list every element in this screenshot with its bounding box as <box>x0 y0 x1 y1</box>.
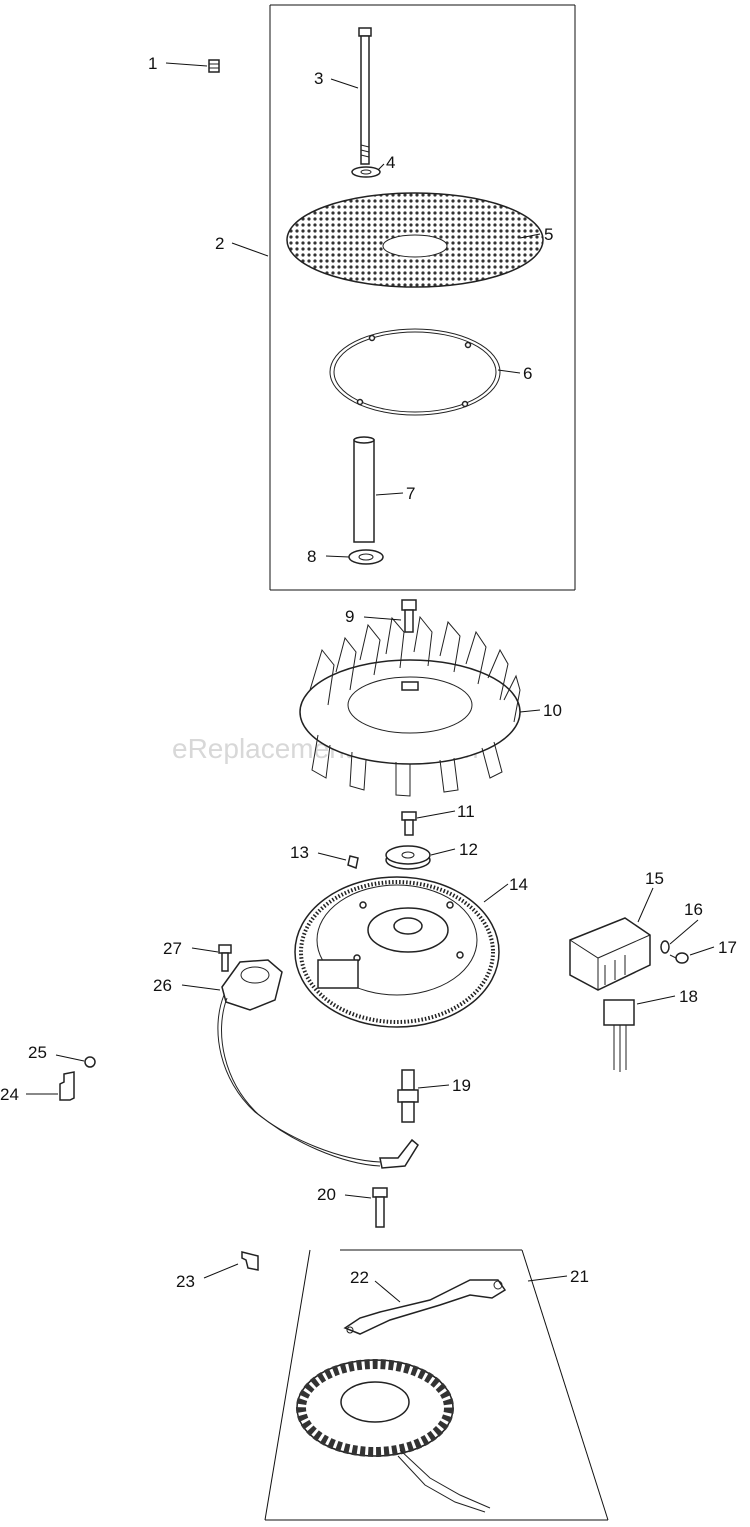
bolt-icon <box>401 811 417 836</box>
callout-25: 25 <box>28 1043 47 1062</box>
callout-9: 9 <box>345 607 354 626</box>
callout-18: 18 <box>679 987 698 1006</box>
callout-12: 12 <box>459 840 478 859</box>
callout-1: 1 <box>148 54 157 73</box>
screw-icon <box>218 944 232 972</box>
callout-21: 21 <box>570 1267 589 1286</box>
nut-icon <box>208 59 220 73</box>
callout-16: 16 <box>684 900 703 919</box>
callout-5: 5 <box>544 225 553 244</box>
flywheel-icon <box>294 876 500 1028</box>
callout-27: 27 <box>163 939 182 958</box>
callout-7: 7 <box>406 484 415 503</box>
fan-icon <box>299 615 521 797</box>
washer-icon <box>348 549 384 565</box>
stator-icon <box>296 1359 491 1513</box>
spacer-tube-icon <box>353 436 375 543</box>
washer-icon <box>385 845 431 870</box>
nut-icon <box>84 1056 96 1068</box>
callout-labels: 1 2 3 4 5 6 7 8 9 10 11 12 13 14 15 16 1… <box>0 54 737 1291</box>
ignition-module-icon <box>217 959 419 1169</box>
callout-11: 11 <box>457 802 475 821</box>
callout-10: 10 <box>543 701 562 720</box>
debris-screen-icon <box>286 192 544 288</box>
callout-14: 14 <box>509 875 528 894</box>
callout-22: 22 <box>350 1268 369 1287</box>
clip-icon <box>241 1251 259 1271</box>
callout-15: 15 <box>645 869 664 888</box>
callout-13: 13 <box>290 843 309 862</box>
screw-icon <box>669 952 689 964</box>
washer-icon <box>351 166 381 178</box>
callout-19: 19 <box>452 1076 471 1095</box>
bracket-icon <box>59 1071 75 1101</box>
stud-bolt-icon <box>358 27 372 165</box>
bolt-icon <box>401 599 417 633</box>
callout-26: 26 <box>153 976 172 995</box>
callout-20: 20 <box>317 1185 336 1204</box>
callout-17: 17 <box>718 938 737 957</box>
lead-bracket-icon <box>343 1279 507 1335</box>
group-bracket-21 <box>264 1249 609 1521</box>
screw-icon <box>372 1187 388 1228</box>
callout-3: 3 <box>314 69 323 88</box>
group-bracket-2 <box>269 4 576 591</box>
callout-8: 8 <box>307 547 316 566</box>
callout-4: 4 <box>386 153 395 172</box>
rectifier-icon <box>603 999 635 1072</box>
spark-plug-icon <box>397 1069 419 1123</box>
leader-lines <box>26 62 715 1303</box>
callout-24: 24 <box>0 1085 19 1104</box>
callout-2: 2 <box>215 234 224 253</box>
key-icon <box>347 855 359 870</box>
washer-icon <box>660 940 670 954</box>
regulator-icon <box>569 917 651 991</box>
callout-6: 6 <box>523 364 532 383</box>
retainer-ring-icon <box>329 328 501 416</box>
callout-23: 23 <box>176 1272 195 1291</box>
